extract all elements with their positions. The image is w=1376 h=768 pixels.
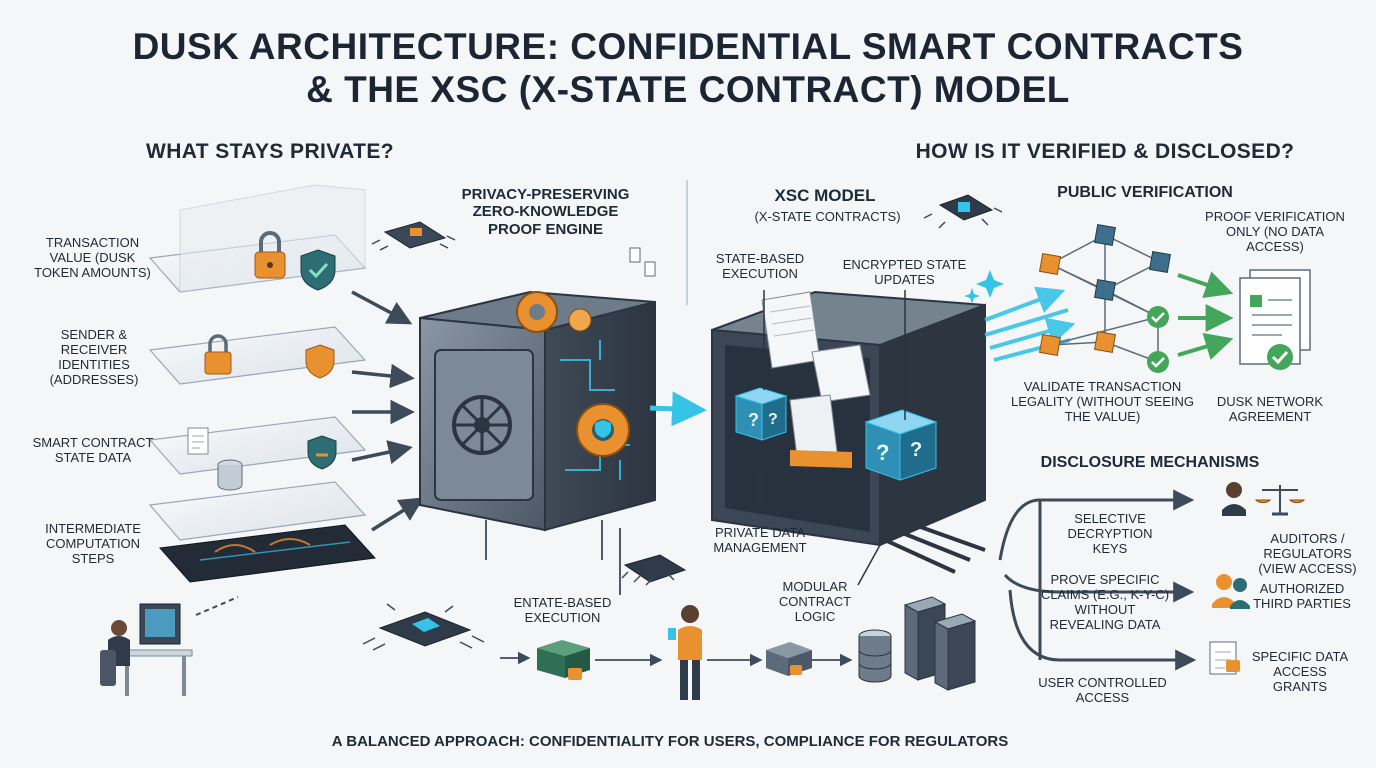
xsc-cube: ? ? ? ? (711, 290, 986, 586)
private-item-1: TRANSACTION VALUE (DUSK TOKEN AMOUNTS) (34, 235, 151, 280)
private-item-2: SENDER & RECEIVER IDENTITIES (ADDRESSES) (49, 327, 139, 387)
svg-text:?: ? (876, 440, 889, 465)
shield-icon (305, 344, 335, 379)
question-cube-icon: ? ? (734, 387, 788, 441)
svg-text:?: ? (748, 410, 759, 430)
bottom-flow-arrows (485, 520, 853, 667)
document-icon (811, 344, 871, 403)
check-icon (1147, 351, 1169, 373)
document-icon (187, 427, 209, 455)
left-heading: WHAT STAYS PRIVATE? (146, 140, 394, 163)
verification-network (1038, 223, 1172, 373)
third-party-person-icon (1212, 574, 1250, 609)
lock-icon (254, 231, 286, 279)
engine-title: PRIVACY-PRESERVING ZERO-KNOWLEDGE PROOF … (461, 186, 630, 238)
question-cube-icon: ? ? (864, 409, 938, 481)
xsc-state-based: STATE-BASED EXECUTION (715, 251, 805, 281)
private-item-3: SMART CONTRACT STATE DATA (32, 435, 154, 465)
lock-icon (790, 665, 802, 675)
bottom-chip-icon (362, 603, 485, 651)
xsc-subtitle: (X-STATE CONTRACTS) (754, 209, 901, 224)
page-title: DUSK ARCHITECTURE: CONFIDENTIAL SMART CO… (0, 26, 1376, 111)
agreement-label: DUSK NETWORK AGREEMENT (1216, 394, 1324, 424)
xsc-encrypted: ENCRYPTED STATE UPDATES (842, 257, 967, 287)
xsc-title: XSC MODEL (774, 186, 876, 205)
user-controlled-label: USER CONTROLLED ACCESS (1038, 675, 1167, 705)
chip-icon (621, 554, 687, 586)
vault-wheel-icon (452, 395, 512, 455)
privacy-layers (148, 184, 377, 583)
proof-only-label: PROOF VERIFICATION ONLY (NO DATA ACCESS) (1205, 209, 1345, 254)
glass-layer-4 (148, 481, 367, 541)
green-arrows (1177, 271, 1234, 360)
public-verification-title: PUBLIC VERIFICATION (1057, 184, 1233, 201)
database-icon (217, 459, 243, 491)
grant-document-icon (1209, 641, 1240, 675)
right-heading: HOW IS IT VERIFIED & DISCLOSED? (915, 140, 1295, 163)
gear-icon (576, 403, 630, 457)
lock-icon (568, 668, 582, 680)
gear-icon (516, 291, 592, 333)
grants-label: SPECIFIC DATA ACCESS GRANTS (1251, 649, 1349, 694)
prove-label: PROVE SPECIFIC CLAIMS (e.g., K-Y-C) WITH… (1040, 572, 1170, 632)
check-icon (1147, 306, 1169, 328)
disclosure-arrows (998, 489, 1197, 671)
shield-check-icon (300, 249, 336, 291)
footer-text: A BALANCED APPROACH: CONFIDENTIALITY FOR… (331, 733, 1009, 750)
chip-icon (371, 221, 456, 251)
third-parties-label: AUTHORIZED THIRD PARTIES (1253, 581, 1351, 611)
auditor-person-icon (1222, 482, 1246, 516)
disclosure-streams (884, 523, 986, 574)
private-item-4: INTERMEDIATE COMPUTATION STEPS (45, 521, 141, 566)
auditors-label: AUDITORS / REGULATORS (VIEW ACCESS) (1258, 531, 1357, 576)
user-at-computer (100, 596, 239, 696)
zk-engine-vault (419, 290, 656, 532)
server-icon (903, 596, 977, 691)
disclosure-title: DISCLOSURE MECHANISMS (1040, 454, 1260, 471)
chip-icon (923, 194, 1003, 229)
flow-arrows-left (351, 290, 425, 532)
svg-text:?: ? (768, 411, 778, 428)
engine-to-xsc-arrow (649, 391, 707, 427)
xsc-modular: MODULAR CONTRACT LOGIC (778, 579, 852, 624)
dark-base-layer (158, 524, 377, 583)
encrypted-box-icon (766, 642, 812, 676)
sparkle-icon (964, 270, 1004, 304)
scales-icon (1254, 485, 1306, 516)
agreement-document-icon (1239, 269, 1311, 370)
document-icon (629, 247, 656, 277)
glass-layer-2 (148, 326, 367, 385)
title-line-2: & THE XSC (X-STATE CONTRACT) MODEL (306, 68, 1070, 110)
title-line-1: DUSK ARCHITECTURE: CONFIDENTIAL SMART CO… (132, 26, 1244, 67)
xsc-private-mgmt: PRIVATE DATA MANAGEMENT (713, 525, 807, 555)
validate-label: VALIDATE TRANSACTION LEGALITY (WITHOUT S… (1011, 379, 1194, 424)
database-icon (858, 629, 892, 683)
selective-label: SELECTIVE DECRYPTION KEYS (1067, 511, 1153, 556)
person-with-tablet-icon (668, 605, 702, 700)
svg-text:?: ? (910, 439, 922, 461)
shield-icon (307, 435, 337, 470)
encrypted-box-icon (537, 640, 590, 680)
lock-icon (204, 334, 232, 375)
entate-label: ENTATE-BASED EXECUTION (513, 595, 612, 625)
glass-layer-3 (148, 416, 367, 475)
